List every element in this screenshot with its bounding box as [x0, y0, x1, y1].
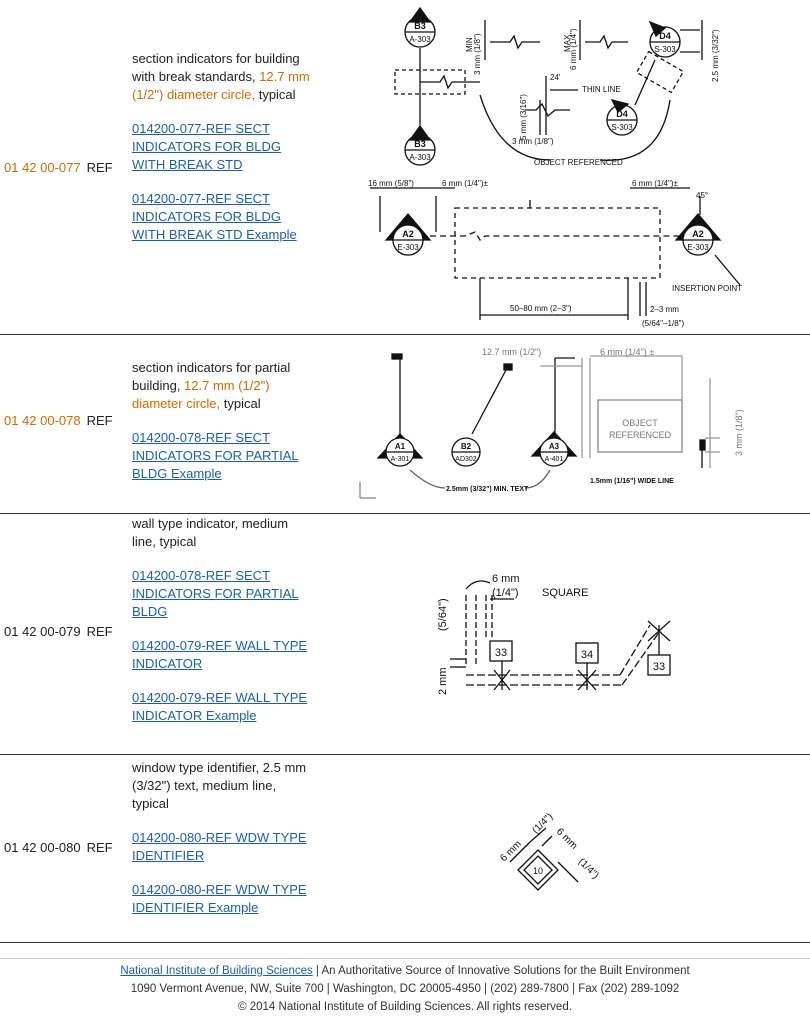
row-divider — [0, 754, 810, 755]
description: wall type indicator, medium line, typica… — [132, 515, 312, 741]
tag-a303: A-303 — [409, 35, 431, 44]
tag-a401: A-401 — [545, 456, 564, 463]
tag-b3: B3 — [414, 21, 426, 31]
footer-tagline: | An Authoritative Source of Innovative … — [312, 965, 690, 977]
reference-link[interactable]: 014200-080-REF WDW TYPE IDENTIFIER — [132, 830, 307, 863]
dim-24: 24' — [550, 73, 561, 82]
reference-example-link[interactable]: 014200-080-REF WDW TYPE IDENTIFIER Examp… — [132, 882, 307, 915]
wide-line-label: 1.5mm (1/16") WIDE LINE — [590, 478, 674, 485]
min-label: MIN — [465, 37, 474, 52]
referenced-label: REFERENCED — [609, 430, 672, 440]
drawing-080: 10 6 mm (1/4") 6 mm (1/4") — [480, 790, 630, 910]
dim-6mm: 6 mm — [492, 573, 520, 585]
code-ref: REF — [86, 413, 113, 428]
tag-d4-lower: D4 — [616, 109, 628, 119]
max-dim: 6 mm (1/4") — [569, 28, 578, 70]
dim-18: 3 mm (1/8") — [512, 137, 554, 146]
max-label: MAX — [563, 34, 572, 52]
tag-a2-left: A2 — [402, 229, 414, 239]
drawing-077: B3 A-303 B3 A-303 D4 S-303 D4 S-303 A2 E… — [350, 0, 810, 334]
dim-316: 5 mm (3/16") — [519, 94, 528, 140]
thin-line-label: THIN LINE — [582, 85, 621, 94]
code-number: 01 42 00-079 — [4, 624, 81, 639]
item-code: 01 42 00-078 REF — [4, 413, 113, 428]
object-referenced-label: OBJECT REFERENCED — [534, 158, 623, 167]
footer-copyright: © 2014 National Institute of Building Sc… — [238, 1001, 572, 1013]
dim-12: 12.7 mm (1/2") — [482, 347, 541, 357]
min-text-label: 2.5mm (3/32") MIN. TEXT — [446, 486, 529, 493]
tag-s303-lower: S-303 — [611, 123, 633, 132]
code-number: 01 42 00-080 — [4, 840, 81, 855]
tag-e303-left: E-303 — [397, 243, 419, 252]
tag-b2: B2 — [461, 442, 472, 451]
dim-14: 6 mm (1/4")± — [442, 179, 489, 188]
description-text: window type identifier, 2.5 mm (3/32") t… — [132, 760, 307, 811]
tag-ad302: AD302 — [455, 456, 477, 463]
footer-line-1: National Institute of Building Sciences … — [0, 962, 810, 980]
deg45: 45° — [696, 191, 708, 200]
tag-b3-lower: B3 — [414, 139, 426, 149]
window-id: 10 — [533, 866, 543, 876]
tag-a1: A1 — [395, 442, 406, 451]
item-code: 01 42 00-079 REF — [4, 624, 113, 639]
gap-dim-in: (5/64"–1/8") — [642, 319, 684, 328]
row-divider — [0, 513, 810, 514]
dim-18: 3 mm (1/8") — [734, 409, 744, 456]
footer-divider — [0, 958, 810, 959]
dim-564: (5/64") — [437, 598, 449, 631]
dim-14-a: (1/4") — [530, 811, 555, 836]
reference-link[interactable]: 014200-078-REF SECT INDICATORS FOR PARTI… — [132, 568, 299, 619]
gap-dim: 2–3 mm — [650, 305, 679, 314]
description-text: section indicators for building with bre… — [132, 51, 310, 102]
footer-address: 1090 Vermont Avenue, NW, Suite 700 | Was… — [130, 983, 680, 995]
object-label: OBJECT — [622, 418, 658, 428]
description-text: section indicators for partial building,… — [132, 360, 291, 411]
code-ref: REF — [86, 624, 113, 639]
reference-example-link[interactable]: 014200-078-REF SECT INDICATORS FOR PARTI… — [132, 430, 299, 481]
code-number: 01 42 00-077 — [4, 160, 81, 175]
footer: National Institute of Building Sciences … — [0, 962, 810, 1016]
reference-link[interactable]: 014200-079-REF WALL TYPE INDICATOR — [132, 638, 308, 671]
tag-e303-right: E-303 — [687, 243, 709, 252]
min-dim: 3 mm (1/8") — [473, 33, 482, 75]
description: section indicators for building with bre… — [132, 50, 312, 260]
org-link[interactable]: National Institute of Building Sciences — [120, 965, 313, 977]
item-code: 01 42 00-077 REF — [4, 160, 113, 175]
item-code: 01 42 00-080 REF — [4, 840, 113, 855]
dim-14: 6 mm (1/4") ± — [600, 347, 654, 357]
tag-d4: D4 — [659, 31, 671, 41]
row-divider — [0, 942, 810, 943]
code-number: 01 42 00-078 — [4, 413, 81, 428]
dim-58: 16 mm (5/8") — [368, 179, 414, 188]
description: window type identifier, 2.5 mm (3/32") t… — [132, 759, 312, 933]
code-ref: REF — [86, 840, 113, 855]
dim-14-b: (1/4") — [576, 856, 601, 881]
dim-14: (1/4") — [492, 587, 519, 599]
row-divider — [0, 334, 810, 335]
reference-example-link[interactable]: 014200-077-REF SECT INDICATORS FOR BLDG … — [132, 191, 297, 242]
description-text: wall type indicator, medium line, typica… — [132, 516, 289, 549]
tag-a303-lower: A-303 — [409, 153, 431, 162]
square-label: SQUARE — [542, 587, 588, 599]
dim-332: 2.5 mm (3/32") — [711, 29, 720, 82]
dim-14b: 6 mm (1/4")± — [632, 179, 679, 188]
wall-tag-33-angled: 33 — [653, 661, 665, 673]
code-ref: REF — [86, 160, 113, 175]
reference-link[interactable]: 014200-077-REF SECT INDICATORS FOR BLDG … — [132, 121, 282, 172]
tag-s303: S-303 — [654, 45, 676, 54]
dim-6mm-b: 6 mm — [554, 826, 579, 851]
description: section indicators for partial building,… — [132, 359, 312, 499]
span-dim: 50–80 mm (2–3") — [510, 304, 572, 313]
reference-example-link[interactable]: 014200-079-REF WALL TYPE INDICATOR Examp… — [132, 690, 308, 723]
tag-a2-right: A2 — [692, 229, 704, 239]
wall-tag-34: 34 — [581, 649, 593, 661]
dim-2mm: 2 mm — [437, 668, 449, 696]
wall-tag-33: 33 — [495, 647, 507, 659]
drawing-079: 6 mm (1/4") SQUARE (5/64") 2 mm 33 34 33 — [430, 565, 690, 705]
drawing-078: A1 A-301 B2 AD302 A3 A-401 OBJECT REFERE… — [350, 338, 810, 508]
insertion-point-label: INSERTION POINT — [672, 284, 742, 293]
tag-a301: A-301 — [391, 456, 410, 463]
tag-a3: A3 — [549, 442, 560, 451]
